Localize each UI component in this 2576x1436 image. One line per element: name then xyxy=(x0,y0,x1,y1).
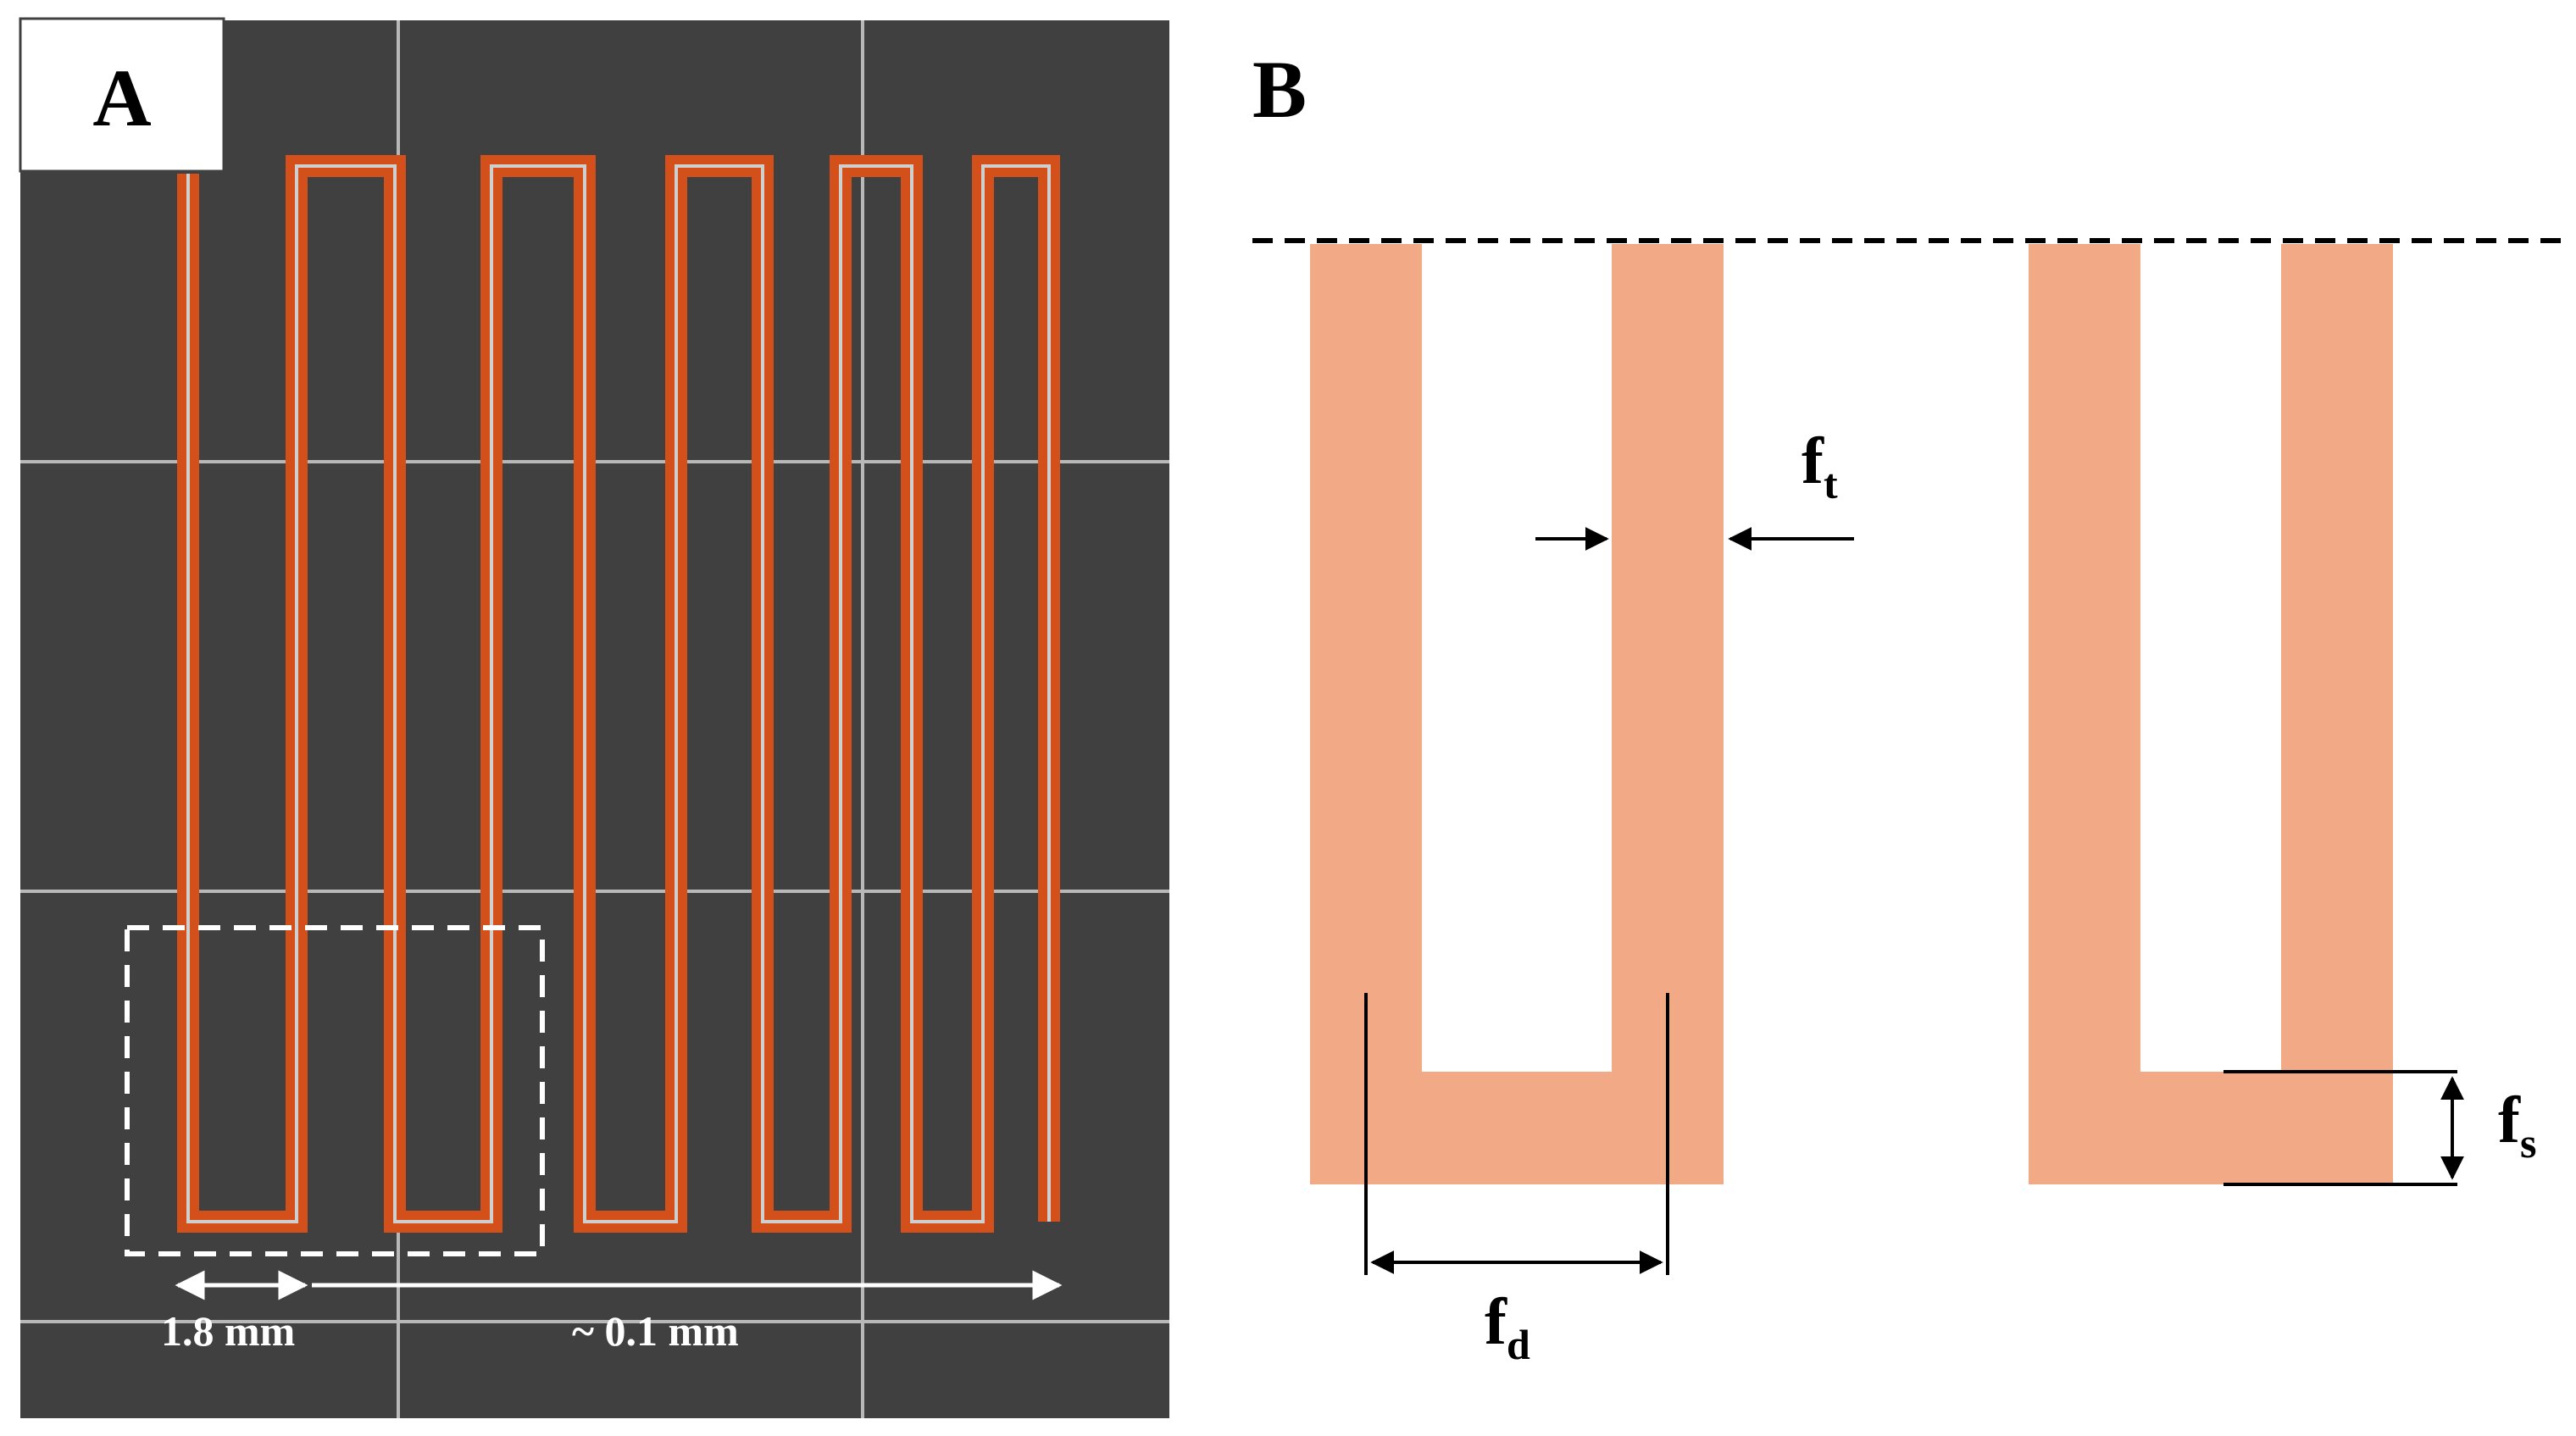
ft-label: ft xyxy=(1802,424,1838,507)
fd-label: fd xyxy=(1485,1284,1530,1368)
panel-a: 1.8 mm ~ 0.1 mm A xyxy=(19,17,1169,1418)
fs-label-sub: s xyxy=(2520,1119,2536,1167)
finger-l-shape xyxy=(2029,244,2393,1184)
serpentine-trace-core xyxy=(186,164,1051,1223)
fs-label: fs xyxy=(2498,1083,2536,1167)
fs-label-main: f xyxy=(2498,1083,2521,1156)
ft-label-main: f xyxy=(1802,424,1824,497)
fd-label-main: f xyxy=(1485,1284,1507,1358)
ft-label-sub: t xyxy=(1824,460,1838,507)
panel-b: B ft fd fs xyxy=(1252,44,2561,1368)
zoom-region-box xyxy=(125,925,545,1256)
panel-a-label: A xyxy=(92,53,151,143)
panel-a-label-box xyxy=(19,17,225,173)
dimension-label-right: ~ 0.1 mm xyxy=(572,1307,739,1355)
dimension-label-left: 1.8 mm xyxy=(161,1307,295,1355)
panel-b-label: B xyxy=(1252,44,1307,135)
fd-label-sub: d xyxy=(1507,1321,1530,1368)
finger-u-shape xyxy=(1310,244,1724,1184)
